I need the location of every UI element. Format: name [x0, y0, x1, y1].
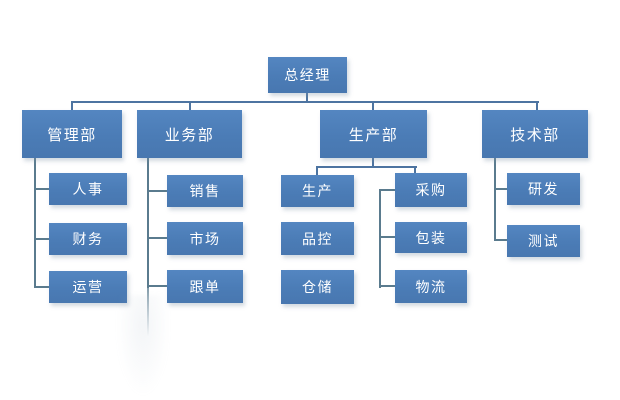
connector-management-bracket	[34, 157, 36, 288]
connector-stub-packaging	[379, 236, 395, 238]
org-node-packaging[interactable]: 包装	[395, 222, 467, 253]
org-node-procurement[interactable]: 采购	[395, 173, 467, 207]
connector-business-bracket-tail	[147, 288, 149, 336]
org-node-order-follow-up[interactable]: 跟单	[167, 270, 243, 303]
org-node-logistics[interactable]: 物流	[395, 270, 467, 303]
org-node-production[interactable]: 生产	[281, 175, 354, 207]
connector-production-split	[316, 166, 417, 168]
connector-stub-marketing	[147, 237, 167, 239]
org-node-marketing[interactable]: 市场	[167, 222, 243, 255]
org-node-finance[interactable]: 财务	[49, 223, 127, 255]
org-node-general-manager[interactable]: 总经理	[268, 57, 347, 93]
connector-drop-technology	[536, 101, 538, 111]
connector-main-horizontal	[71, 101, 539, 103]
org-node-quality-control[interactable]: 品控	[281, 222, 354, 255]
org-node-operations[interactable]: 运营	[49, 271, 127, 303]
connector-stub-rnd	[494, 188, 507, 190]
org-node-management-dept[interactable]: 管理部	[22, 110, 122, 158]
connector-stub-finance	[34, 238, 49, 240]
connector-business-bracket	[147, 157, 149, 288]
connector-production-left-drop	[316, 166, 318, 176]
org-node-technology-dept[interactable]: 技术部	[482, 110, 588, 158]
connector-procurement-bracket	[379, 189, 381, 288]
org-node-warehousing[interactable]: 仓储	[281, 270, 354, 304]
connector-stub-order-follow-up	[147, 285, 167, 287]
org-node-hr[interactable]: 人事	[49, 173, 127, 205]
connector-technology-bracket	[494, 157, 496, 241]
connector-drop-production	[372, 101, 374, 111]
connector-root-stub	[306, 92, 308, 102]
org-node-business-dept[interactable]: 业务部	[137, 110, 242, 158]
org-node-production-dept[interactable]: 生产部	[320, 110, 427, 158]
org-node-sales[interactable]: 销售	[167, 175, 243, 207]
connector-stub-hr	[34, 188, 49, 190]
connector-stub-procurement	[379, 189, 395, 191]
connector-drop-business	[189, 101, 191, 111]
connector-stub-sales	[147, 190, 167, 192]
connector-stub-testing	[494, 239, 507, 241]
connector-stub-logistics	[379, 285, 395, 287]
shadow-artifact	[116, 295, 170, 397]
org-node-testing[interactable]: 测试	[507, 225, 580, 257]
connector-production-stub	[372, 157, 374, 168]
connector-stub-operations	[34, 286, 49, 288]
connector-drop-management	[71, 101, 73, 111]
connector-production-right-drop	[414, 166, 416, 174]
org-node-rnd[interactable]: 研发	[507, 173, 580, 205]
